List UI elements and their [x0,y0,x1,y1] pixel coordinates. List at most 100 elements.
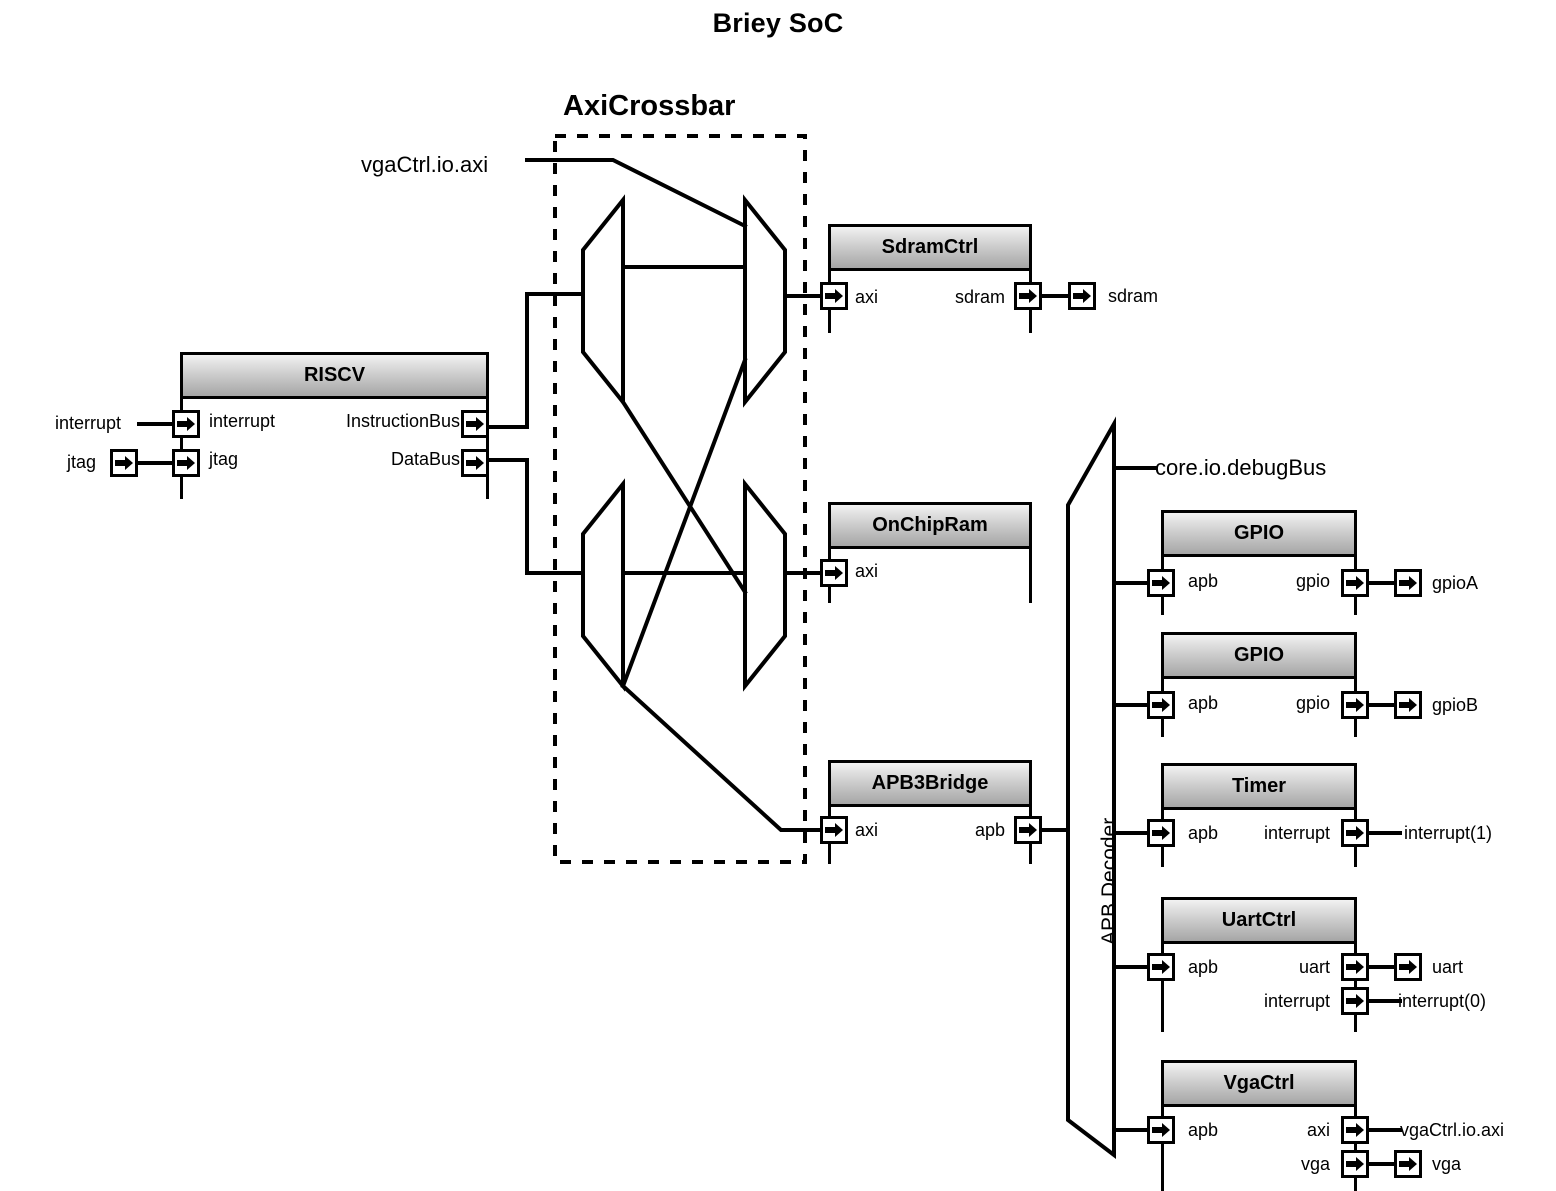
sdramctrl-port-out-sdram-icon[interactable] [1014,282,1042,310]
gpioA-external-port-icon[interactable] [1394,569,1422,597]
block-sdramctrl-body: axi sdram [831,271,1029,333]
gpio-b-port-out-gpio-icon[interactable] [1341,691,1369,719]
timer-port-out-interrupt-icon[interactable] [1341,819,1369,847]
block-apb3bridge-body: axi apb [831,807,1029,864]
gpio-a-port-in-apb-icon[interactable] [1147,569,1175,597]
block-uartctrl[interactable]: UartCtrl apb uart interrupt [1161,897,1357,1032]
riscv-port-out-instructionbus-icon[interactable] [461,410,489,438]
signal-vga-out: vga [1432,1154,1462,1174]
gpio-b-port-in-apb-label: apb [1188,693,1219,713]
block-gpio-a-title: GPIO [1164,513,1354,557]
block-gpio-b[interactable]: GPIO apb gpio [1161,632,1357,737]
signal-vga-axi-out: vgaCtrl.io.axi [1400,1120,1505,1140]
block-apb3bridge-title: APB3Bridge [831,763,1029,807]
vgactrl-port-out-axi-icon[interactable] [1341,1116,1369,1144]
riscv-port-out-databus-icon[interactable] [461,449,489,477]
vgactrl-port-out-axi-label: axi [1306,1120,1330,1140]
apb3bridge-port-in-axi-label: axi [855,820,879,840]
block-uartctrl-title: UartCtrl [1164,900,1354,944]
gpioB-external-port-icon[interactable] [1394,691,1422,719]
onchipram-port-in-axi-icon[interactable] [820,559,848,587]
block-apb3bridge[interactable]: APB3Bridge axi apb [828,760,1032,864]
gpio-b-port-in-apb-icon[interactable] [1147,691,1175,719]
onchipram-port-in-axi-label: axi [855,561,879,581]
gpio-a-port-out-gpio-icon[interactable] [1341,569,1369,597]
block-riscv-title: RISCV [183,355,486,399]
riscv-port-in-jtag-icon[interactable] [172,449,200,477]
block-gpio-b-title: GPIO [1164,635,1354,679]
block-vgactrl[interactable]: VgaCtrl apb axi vga [1161,1060,1357,1191]
mux-top-right [743,194,787,408]
riscv-port-in-interrupt-icon[interactable] [172,410,200,438]
riscv-port-out-instructionbus-label: InstructionBus [345,411,460,431]
axi-crossbar-boundary [553,134,807,864]
mux-bottom-right [743,478,787,692]
block-vgactrl-title: VgaCtrl [1164,1063,1354,1107]
uartctrl-port-out-uart-label: uart [1298,957,1330,977]
vgactrl-port-in-apb-label: apb [1188,1120,1219,1140]
block-sdramctrl-title: SdramCtrl [831,227,1029,271]
vgactrl-port-out-vga-icon[interactable] [1341,1150,1369,1178]
timer-port-in-apb-label: apb [1188,823,1219,843]
signal-uart-out: uart [1432,957,1464,977]
block-riscv[interactable]: RISCV interrupt jtag InstructionBus Data… [180,352,489,499]
signal-gpioA-out: gpioA [1432,573,1479,593]
apb3bridge-port-out-apb-icon[interactable] [1014,816,1042,844]
block-sdramctrl[interactable]: SdramCtrl axi sdram [828,224,1032,333]
vga-external-port-icon[interactable] [1394,1150,1422,1178]
wire-vga-axi-to-crossbar [525,158,748,229]
block-onchipram-body: axi [831,549,1029,603]
block-onchipram[interactable]: OnChipRam axi [828,502,1032,603]
block-gpio-a-body: apb gpio [1164,557,1354,615]
sdram-external-port-icon[interactable] [1068,282,1096,310]
riscv-port-out-databus-label: DataBus [390,449,460,469]
uartctrl-port-out-interrupt-icon[interactable] [1341,987,1369,1015]
sdramctrl-port-in-axi-icon[interactable] [820,282,848,310]
apb3bridge-port-in-axi-icon[interactable] [820,816,848,844]
riscv-port-in-jtag-label: jtag [209,449,239,469]
uart-external-port-icon[interactable] [1394,953,1422,981]
wire-mux-to-apb3bridge [620,683,826,832]
wire-cross-bottom-to-top [620,357,748,689]
mux-top-left [581,194,625,408]
timer-port-out-interrupt-label: interrupt [1263,823,1330,843]
page-title: Briey SoC [712,8,844,38]
signal-timer-interrupt: interrupt(1) [1404,823,1493,843]
timer-port-in-apb-icon[interactable] [1147,819,1175,847]
signal-debug-bus: core.io.debugBus [1155,455,1327,480]
gpio-b-port-out-gpio-label: gpio [1295,693,1330,713]
vgactrl-port-out-vga-label: vga [1300,1154,1330,1174]
signal-vga-axi-top: vgaCtrl.io.axi [361,152,489,177]
block-riscv-body: interrupt jtag InstructionBus DataBus [183,399,486,499]
mux-bottom-left [581,478,625,692]
signal-jtag-in: jtag [67,452,97,472]
signal-interrupt-in: interrupt [55,413,122,433]
uartctrl-port-out-uart-icon[interactable] [1341,953,1369,981]
block-onchipram-title: OnChipRam [831,505,1029,549]
vgactrl-port-in-apb-icon[interactable] [1147,1116,1175,1144]
uartctrl-port-in-apb-icon[interactable] [1147,953,1175,981]
wire-databus-to-mux-bottom [487,458,585,575]
sdramctrl-port-in-axi-label: axi [855,287,879,307]
sdramctrl-port-out-sdram-label: sdram [954,287,1005,307]
signal-uart-interrupt: interrupt(0) [1398,991,1487,1011]
apb-decoder-shape [1066,416,1116,1160]
block-timer-title: Timer [1164,766,1354,810]
uartctrl-port-out-interrupt-label: interrupt [1263,991,1330,1011]
block-timer-body: apb interrupt [1164,810,1354,867]
block-timer[interactable]: Timer apb interrupt [1161,763,1357,867]
gpio-a-port-out-gpio-label: gpio [1295,571,1330,591]
signal-gpioB-out: gpioB [1432,695,1479,715]
riscv-port-in-interrupt-label: interrupt [209,411,276,431]
apb-decoder-label: APB Decoder [1098,817,1121,945]
block-gpio-b-body: apb gpio [1164,679,1354,737]
block-uartctrl-body: apb uart interrupt [1164,944,1354,1032]
block-gpio-a[interactable]: GPIO apb gpio [1161,510,1357,615]
jtag-external-port-icon[interactable] [110,449,138,477]
signal-sdram-out: sdram [1108,286,1159,306]
axi-crossbar-group-title: AxiCrossbar [563,90,736,122]
wire-cross-top-to-bottom [620,399,748,595]
apb3bridge-port-out-apb-label: apb [974,820,1005,840]
gpio-a-port-in-apb-label: apb [1188,571,1219,591]
